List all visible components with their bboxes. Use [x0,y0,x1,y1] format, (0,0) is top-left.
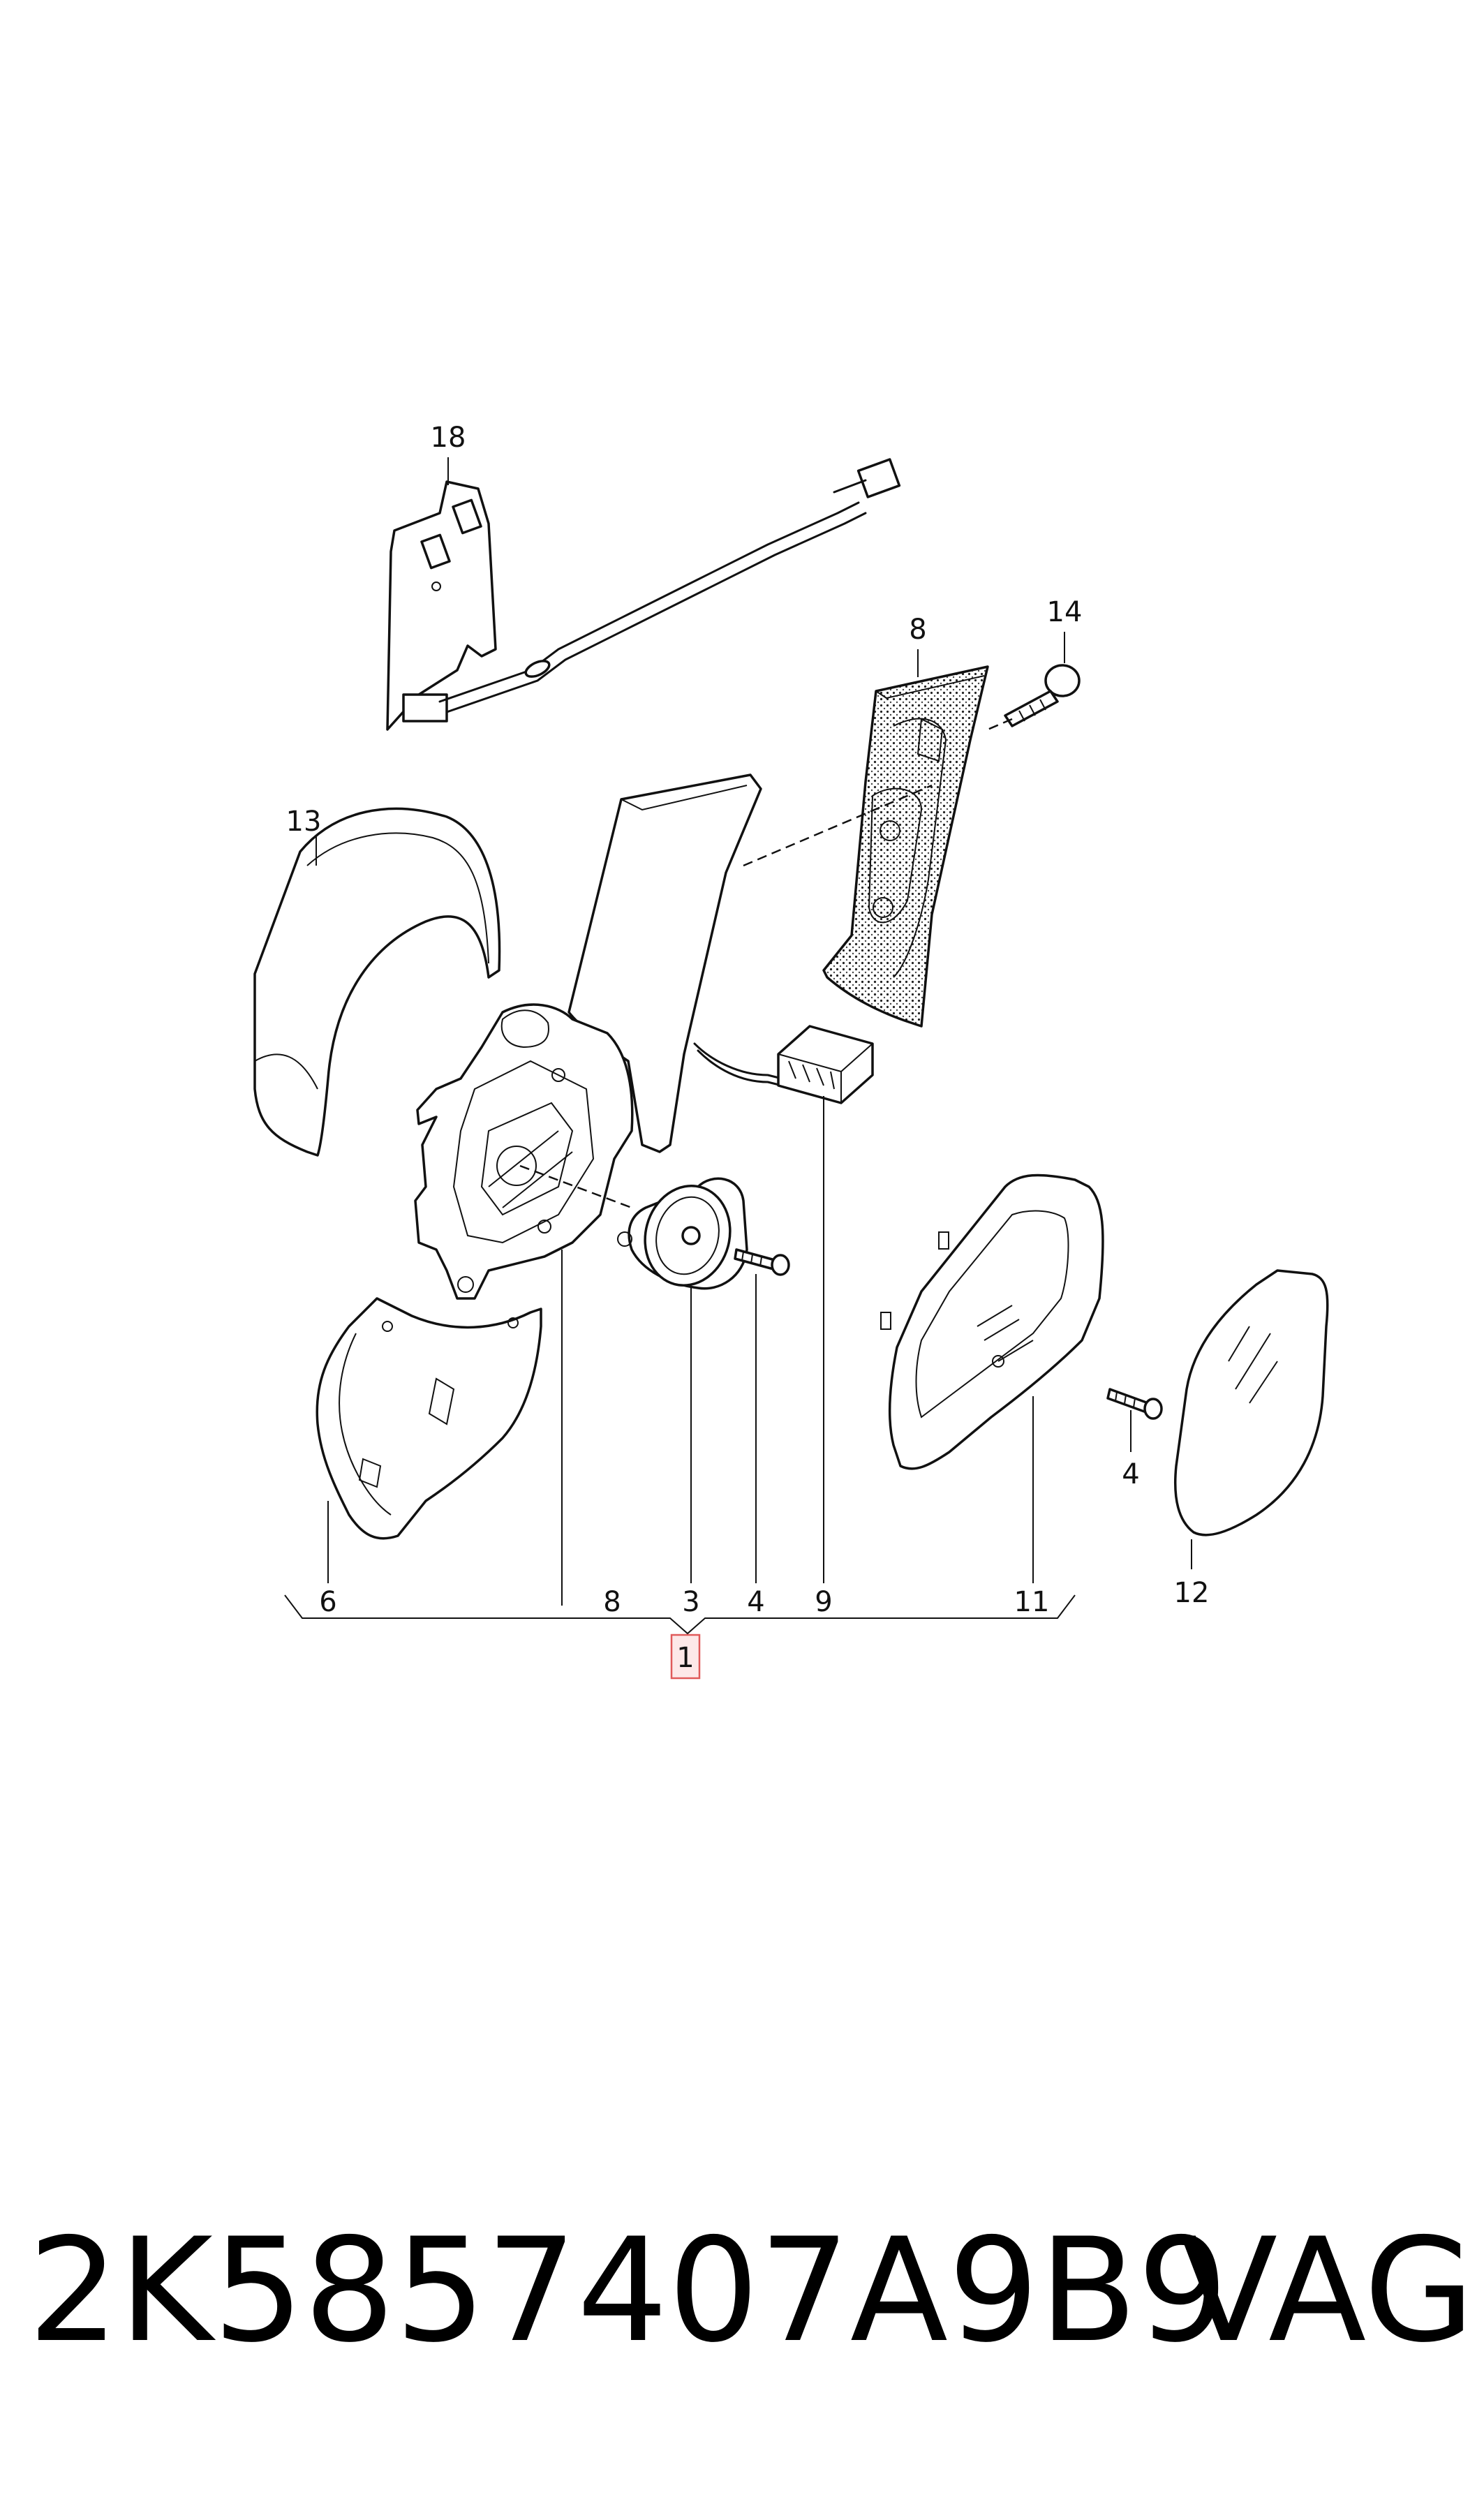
callout-4-left: 4 [747,1586,764,1618]
callout-12: 12 [1174,1577,1210,1609]
bolt-part-4-right [1106,1388,1163,1420]
callout-11: 11 [1014,1586,1050,1618]
screw-part-14 [987,664,1081,731]
alignment-line [519,1164,632,1209]
exploded-parts-diagram: 18 8 14 13 6 8 3 4 9 11 4 12 1 [253,422,1329,1680]
mirror-glass-part-12 [1173,1269,1329,1536]
wiring-harness-part-18 [386,458,901,731]
callout-14: 14 [1047,596,1083,628]
highlight-box-part-1 [670,1634,701,1680]
callout-8-top: 8 [909,614,926,646]
callout-9: 9 [815,1586,832,1618]
group-bracket [284,1594,1076,1635]
glass-carrier-part-11 [880,1173,1104,1470]
callout-13: 13 [286,806,322,838]
lower-cover-part-6 [316,1297,542,1540]
connector-part-9 [777,1025,874,1104]
part-number: 2K5857407A9B9 [28,2208,1229,2374]
leader-lines [316,457,1192,1606]
bolt-part-4-left [734,1248,790,1276]
callout-6: 6 [319,1586,336,1618]
mirror-cap-part-13 [253,807,501,1157]
callout-18: 18 [431,422,466,454]
alignment-line [743,784,933,867]
callout-8-bottom: 8 [603,1586,621,1618]
mirror-housing-part-8 [414,773,783,1300]
brand-name: VAG [1180,2208,1475,2374]
callout-3: 3 [682,1586,699,1618]
callout-1: 1 [676,1642,694,1674]
dotted-plate-part-8 [822,665,989,1028]
adjustment-motor-part-3 [617,1177,748,1290]
callout-4-right: 4 [1122,1458,1139,1490]
